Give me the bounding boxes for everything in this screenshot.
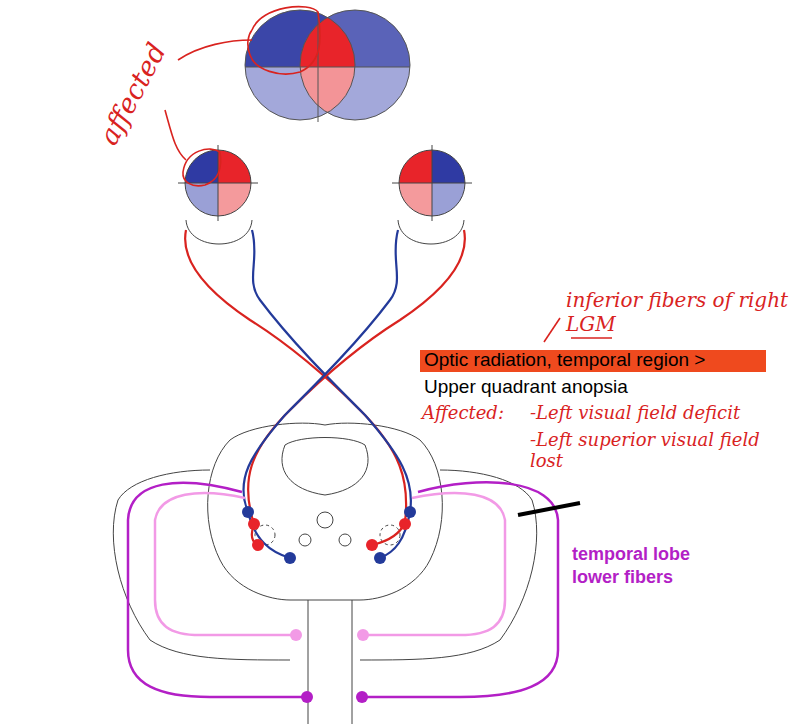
optic-radiation [128,482,558,697]
right-eye [392,145,472,244]
lesion-label: Optic radiation, temporal region > [424,349,784,372]
brain-outline [113,423,536,724]
lgn-dots [242,506,416,564]
handwritten-note: -Left visual field deficit [530,402,798,424]
handwritten-note: Affected: [422,402,532,424]
lesion-marker [518,503,580,515]
left-eye [178,145,258,244]
deficit-label: Upper quadrant anopsia [424,376,784,399]
handwritten-note: -Left superior visual field lost [530,430,770,471]
visual-field [245,7,410,122]
handwritten-note: inferior fibers of right LGM [566,288,791,336]
region-label: temporal lobe lower fibers [572,543,712,588]
cortex-dots [290,629,369,703]
optic-pathway [185,230,465,558]
handwritten-note: affected [88,29,178,159]
